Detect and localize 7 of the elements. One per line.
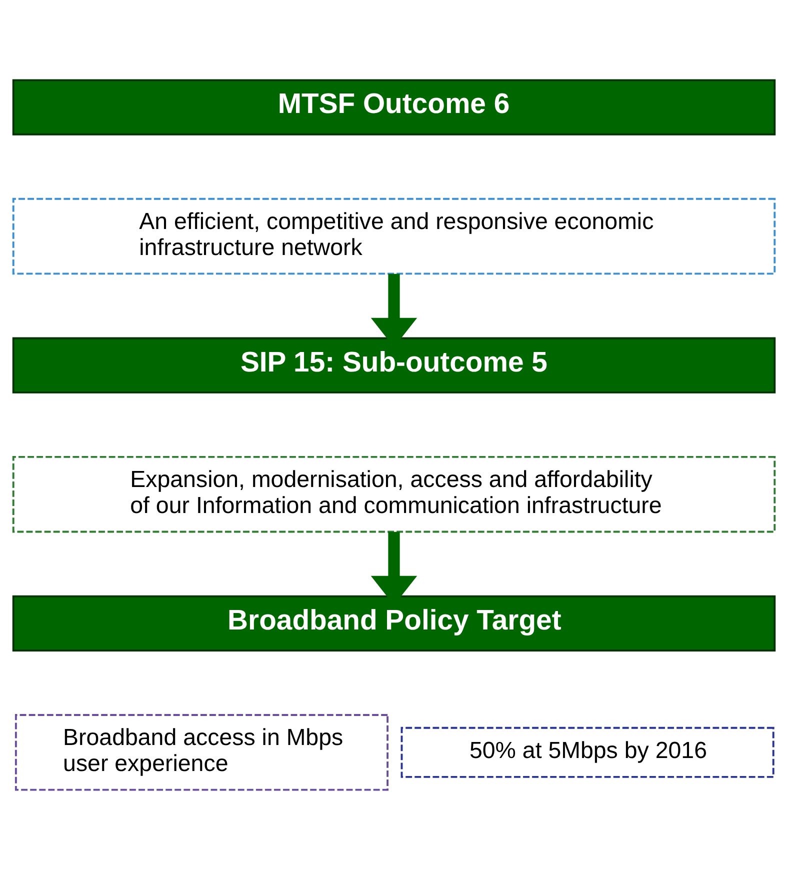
node-box: An efficient, competitive and responsive economic infrastructure network bbox=[12, 198, 776, 275]
node-box: SIP 15: Sub-outcome 5 bbox=[12, 337, 776, 394]
node-box: 50% at 5Mbps by 2016 bbox=[400, 726, 774, 778]
node-box: Expansion, modernisation, access and affordability of our Information and communication infrastructure bbox=[12, 456, 776, 533]
node-box: MTSF Outcome 6 bbox=[12, 79, 776, 136]
node-box: Broadband Policy Target bbox=[12, 595, 776, 652]
node-box: Broadband access in Mbps user experience bbox=[14, 714, 389, 791]
